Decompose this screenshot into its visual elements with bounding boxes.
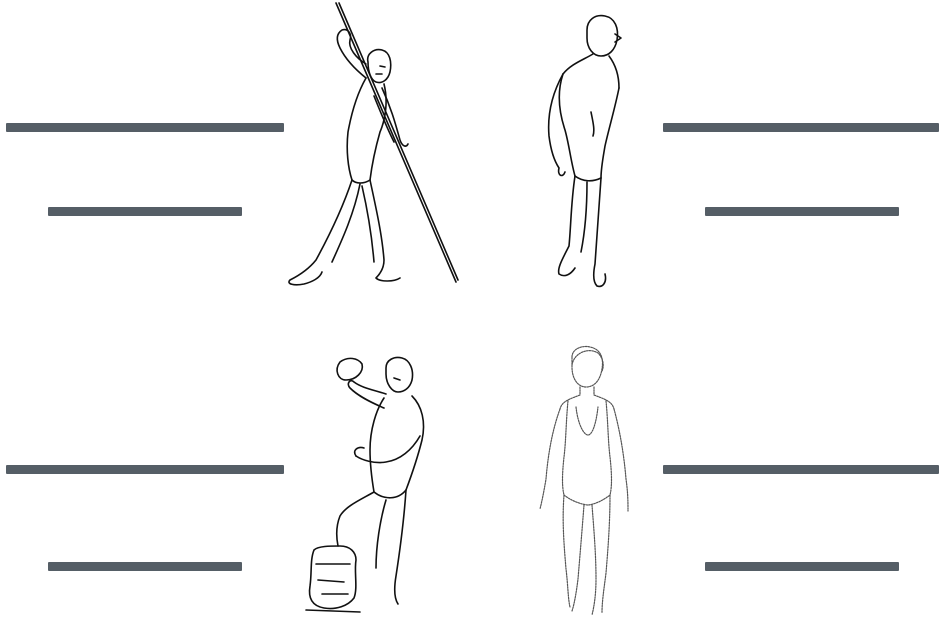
answer-blank[interactable]: [663, 123, 939, 132]
spear-hunter-illustration-icon: [276, 0, 466, 290]
walking-hominid-illustration-icon: [535, 12, 635, 292]
modern-human-illustration-icon: [532, 345, 632, 620]
answer-blank[interactable]: [663, 465, 939, 474]
answer-blank[interactable]: [705, 562, 899, 571]
answer-blank[interactable]: [48, 207, 242, 216]
answer-blank[interactable]: [705, 207, 899, 216]
answer-blank[interactable]: [48, 562, 242, 571]
stone-tool-maker-illustration-icon: [300, 350, 435, 615]
answer-blank[interactable]: [6, 123, 284, 132]
answer-blank[interactable]: [6, 465, 284, 474]
